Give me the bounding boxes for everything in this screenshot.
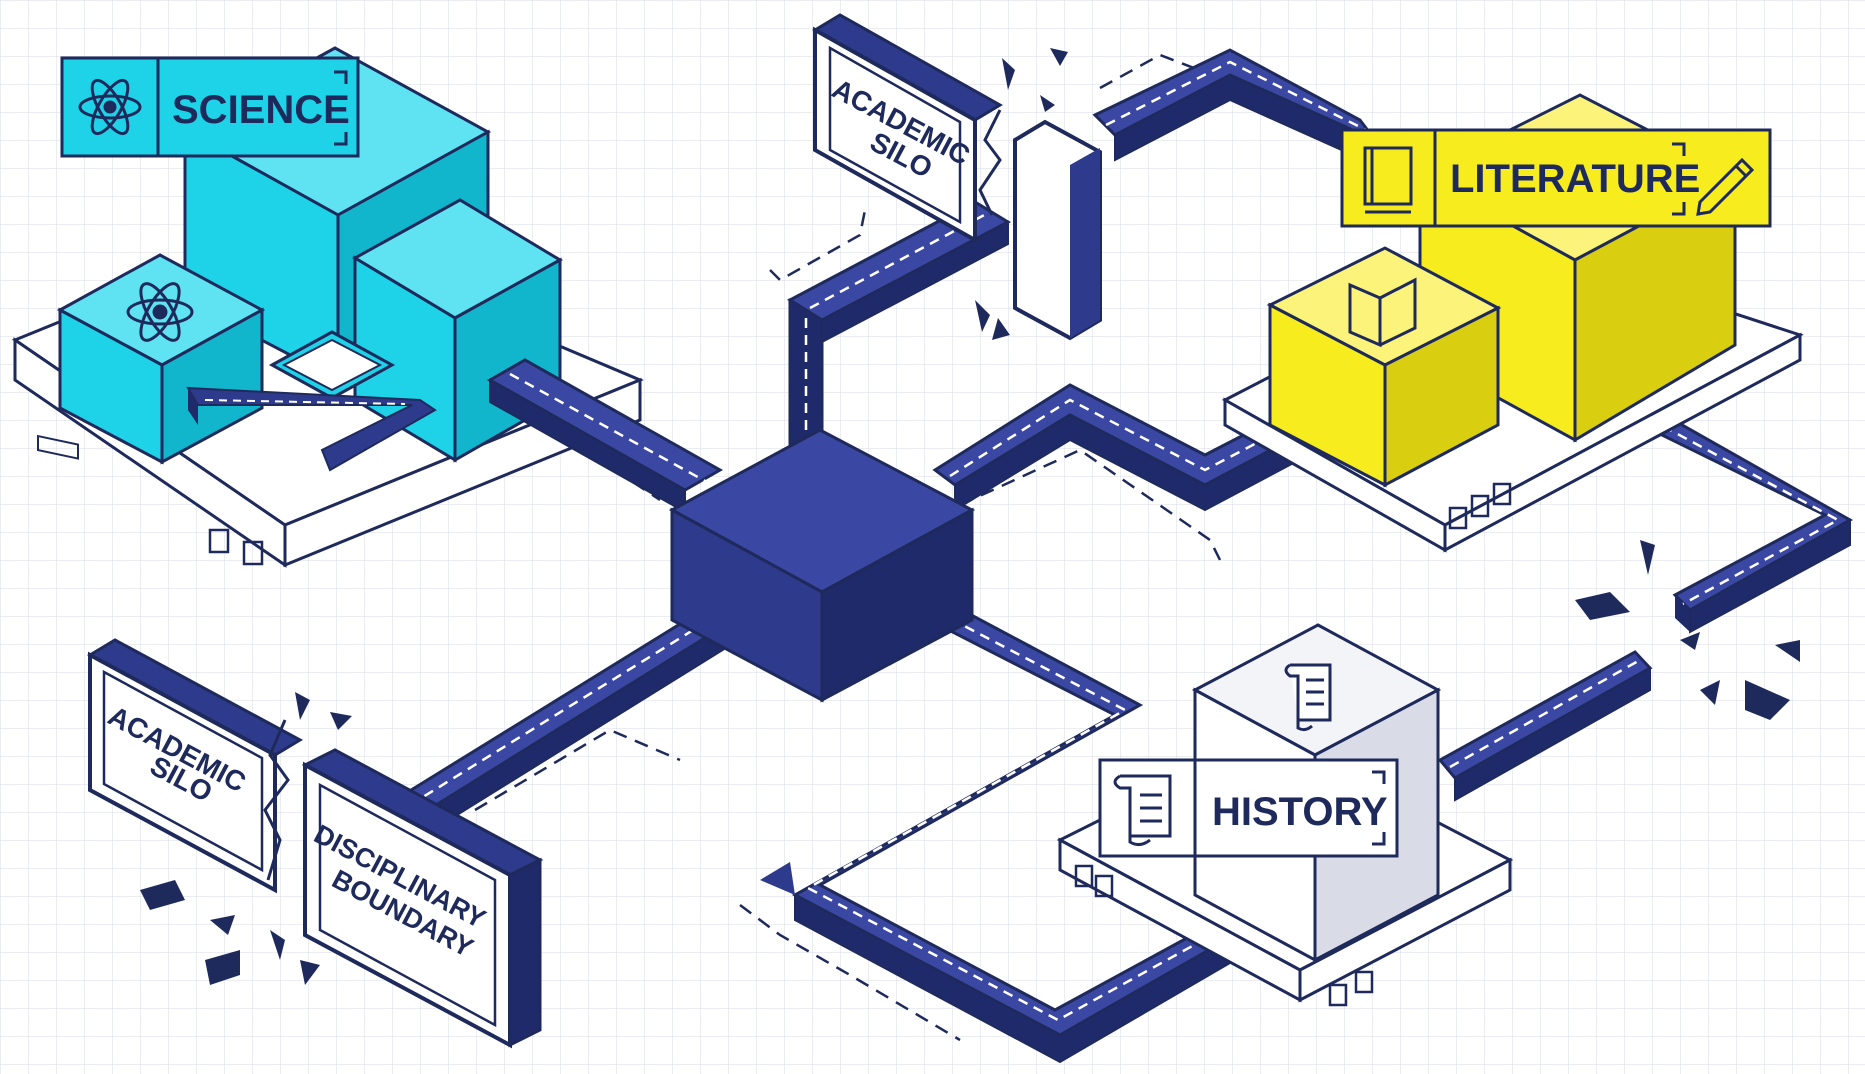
literature-label-text: LITERATURE: [1450, 157, 1700, 201]
literature-cluster: LITERATURE: [1221, 93, 1804, 553]
port-detail: [1470, 494, 1490, 518]
port-detail: [1354, 970, 1374, 994]
port-detail: [1492, 482, 1512, 506]
road-network: [392, 48, 1854, 1064]
central-hub-cube: [668, 428, 976, 703]
science-label: SCIENCE: [60, 56, 360, 158]
left-silo-sign: ACADEMIC SILO: [86, 638, 304, 894]
debris-shards: [140, 692, 352, 985]
atom-icon: [78, 78, 142, 136]
history-label: HISTORY: [1098, 758, 1399, 858]
scroll-icon: [1284, 663, 1332, 732]
history-label-text: HISTORY: [1212, 790, 1388, 834]
history-cluster: HISTORY: [1056, 540, 1800, 1007]
science-cluster: SCIENCE: [11, 46, 644, 568]
pencil-icon: [1696, 157, 1755, 216]
port-detail: [1074, 864, 1094, 888]
port-detail: [208, 528, 230, 554]
debris-shards: [975, 48, 1068, 340]
book-icon: [1363, 146, 1413, 214]
atom-icon: [126, 282, 194, 342]
scroll-icon: [1113, 774, 1172, 847]
port-detail: [1448, 506, 1468, 530]
open-book-icon: [1348, 277, 1417, 348]
literature-label: LITERATURE: [1340, 128, 1772, 228]
science-label-text: SCIENCE: [172, 88, 350, 132]
port-detail: [1094, 874, 1114, 898]
top-silo-sign: ACADEMIC SILO: [812, 13, 1102, 341]
port-detail: [1328, 983, 1348, 1007]
vent-detail: [37, 434, 79, 460]
debris-shards: [1575, 540, 1800, 720]
disciplinary-boundary-sign: DISCIPLINARY BOUNDARY: [140, 692, 544, 1049]
port-detail: [242, 540, 264, 566]
